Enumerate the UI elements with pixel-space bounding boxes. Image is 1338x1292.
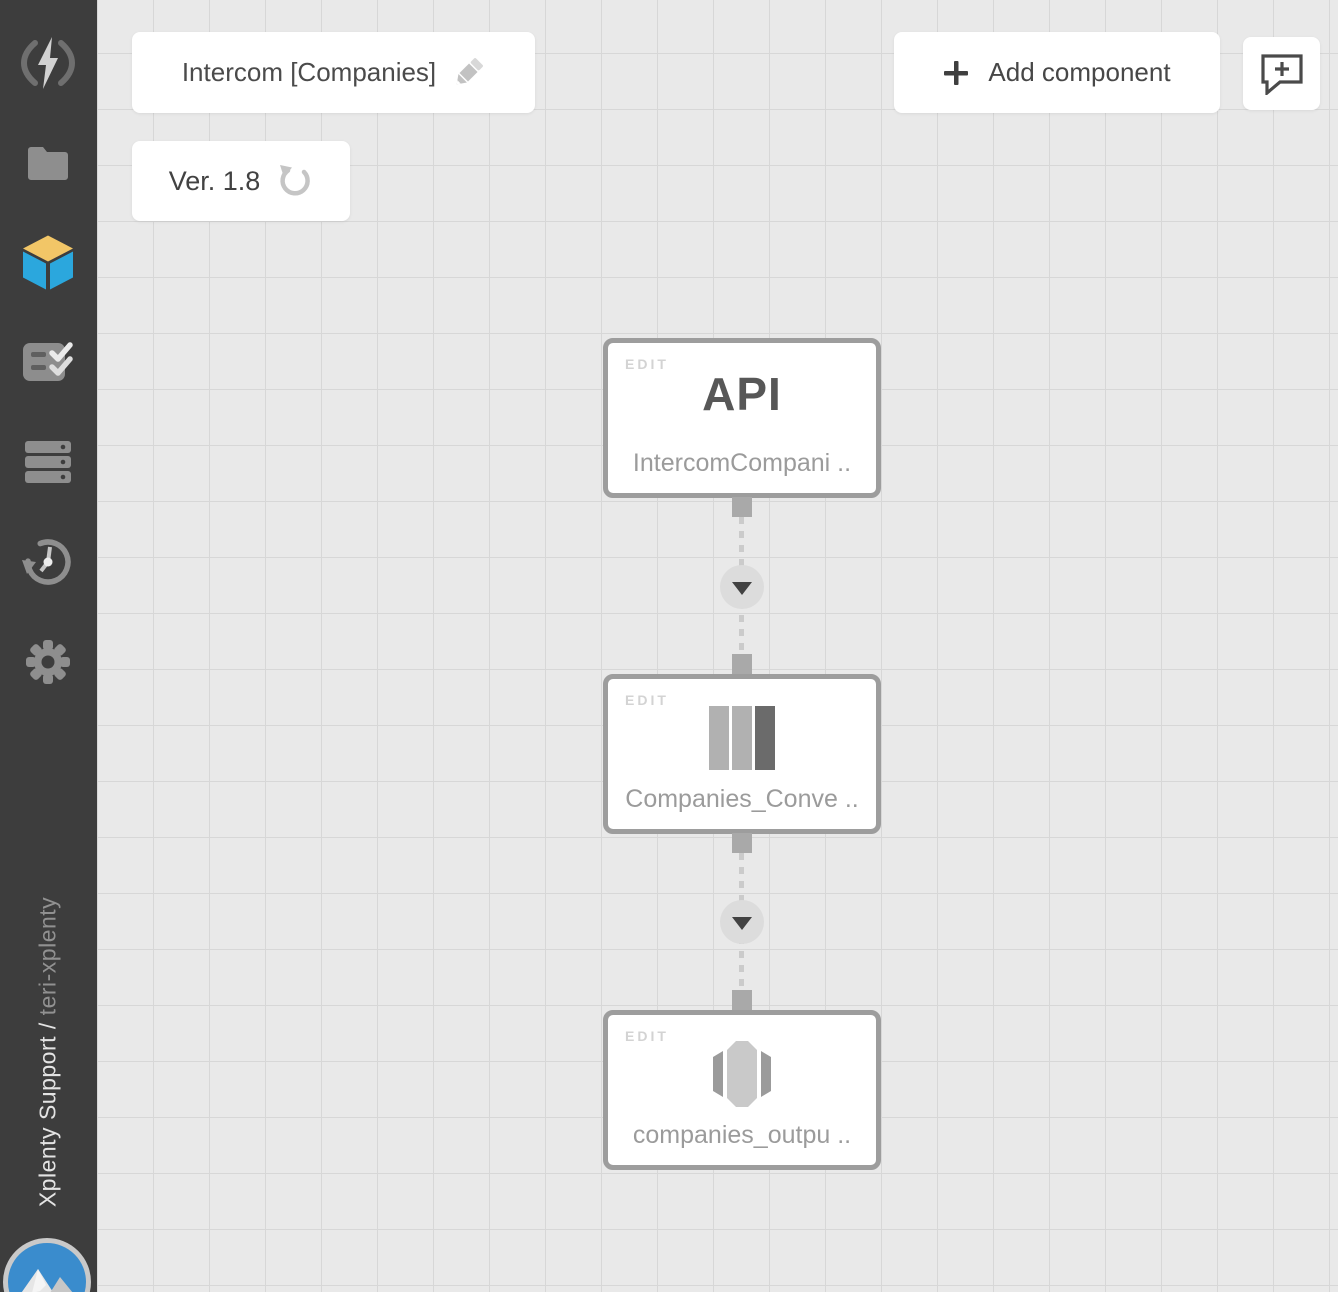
add-component-label: Add component	[988, 57, 1171, 87]
node-edit-button[interactable]: EDIT	[625, 356, 669, 372]
arrow-down-icon	[732, 582, 752, 595]
node-edit-button[interactable]: EDIT	[625, 692, 669, 708]
node-type-label: API	[702, 368, 782, 420]
connector-arrow-button[interactable]	[720, 900, 764, 944]
package-title-card: Intercom [Companies]	[132, 32, 535, 113]
flash-logo-icon[interactable]	[19, 36, 77, 90]
tasks-checklist-icon[interactable]	[22, 340, 74, 384]
node-edit-button[interactable]: EDIT	[625, 1028, 669, 1044]
package-cube-icon[interactable]	[21, 234, 75, 291]
rollback-undo-icon[interactable]	[277, 164, 313, 198]
settings-gear-icon[interactable]	[25, 639, 71, 685]
folder-icon[interactable]	[26, 144, 70, 180]
output-port	[732, 497, 752, 517]
connections-servers-icon[interactable]	[24, 441, 72, 483]
input-port	[732, 654, 752, 674]
avatar-mountain-logo[interactable]	[2, 1237, 92, 1292]
input-port	[732, 990, 752, 1010]
node-select-transformation[interactable]: EDIT Companies_Conve ..	[603, 674, 881, 834]
version-card: Ver. 1.8	[132, 141, 350, 221]
node-name: Companies_Conve ..	[625, 785, 859, 813]
sidebar: Xplenty Support / teri-xplenty	[0, 0, 97, 1292]
output-port	[732, 833, 752, 853]
package-title: Intercom [Companies]	[181, 57, 437, 87]
add-note-comment-icon	[1259, 52, 1305, 97]
plus-icon	[943, 60, 969, 86]
columns-bars-icon	[709, 706, 775, 770]
arrow-down-icon	[732, 917, 752, 930]
node-name: companies_outpu ..	[632, 1121, 852, 1149]
add-component-button[interactable]: Add component	[894, 32, 1220, 113]
connector-arrow-button[interactable]	[720, 565, 764, 609]
storage-barrel-icon	[709, 1039, 775, 1109]
workspace-name: Xplenty Support /	[34, 1015, 61, 1208]
account-label: Xplenty Support / teri-xplenty	[35, 897, 62, 1207]
node-api-source[interactable]: EDIT API IntercomCompani ..	[603, 338, 881, 498]
version-label: Ver. 1.8	[168, 165, 261, 196]
edit-pencil-icon[interactable]	[451, 56, 485, 90]
node-storage-destination[interactable]: EDIT companies_outpu ..	[603, 1010, 881, 1170]
node-name: IntercomCompani ..	[632, 449, 852, 477]
history-clock-icon[interactable]	[22, 536, 74, 588]
account-name: teri-xplenty	[34, 896, 61, 1016]
add-note-button[interactable]	[1243, 37, 1320, 110]
